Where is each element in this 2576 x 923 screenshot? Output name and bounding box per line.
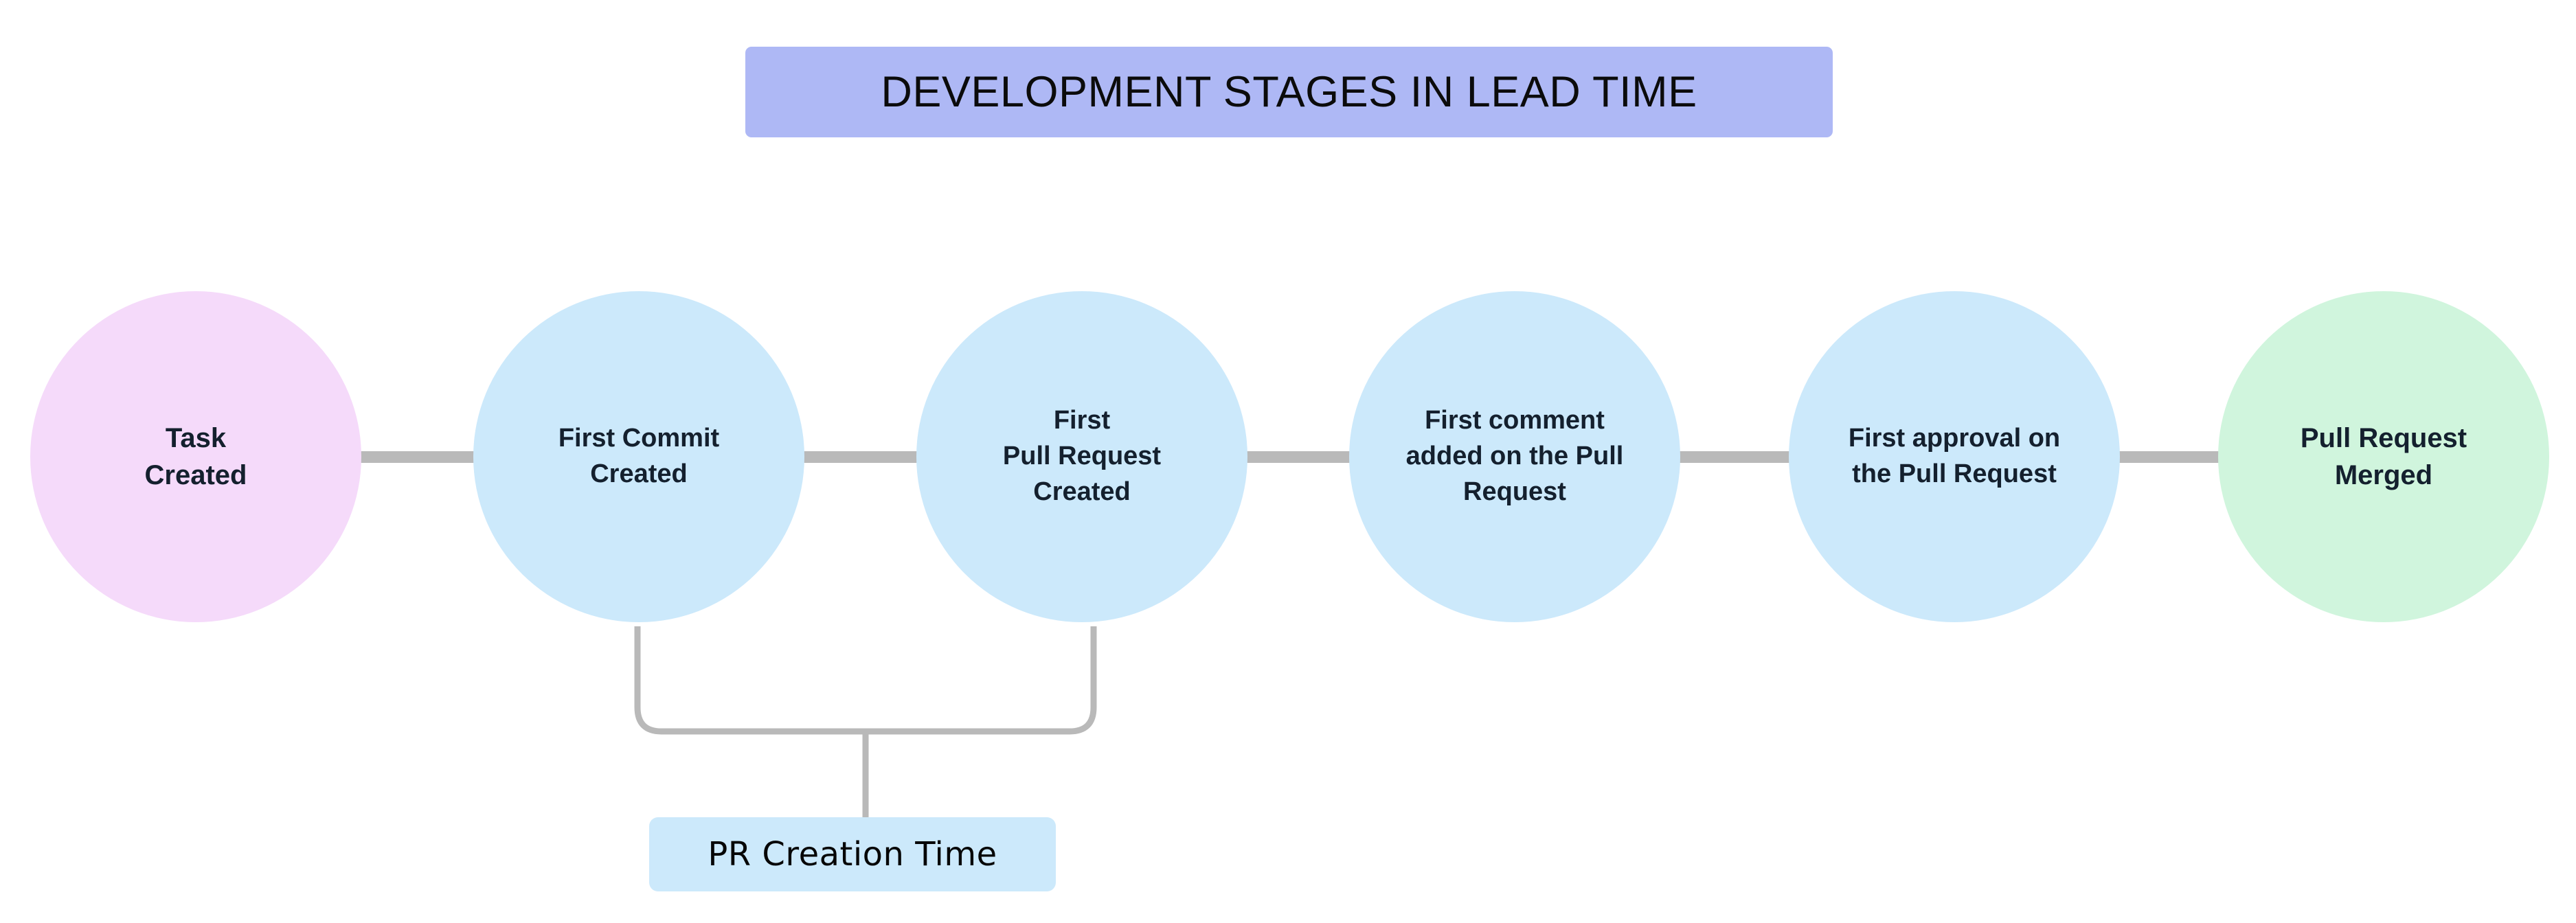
connector-task-to-commit: [357, 451, 491, 463]
connector-approval-to-merged: [2112, 451, 2226, 463]
connector-pr-to-comment: [1242, 451, 1359, 463]
stage-node-first-pull-request-created[interactable]: First Pull Request Created: [916, 291, 1247, 622]
connector-comment-to-approval: [1677, 451, 1794, 463]
annotation-label: PR Creation Time: [708, 835, 997, 874]
diagram-title-banner: DEVELOPMENT STAGES IN LEAD TIME: [745, 47, 1833, 137]
stage-label: Task Created: [144, 422, 247, 490]
stage-node-first-approval-on-pull-request[interactable]: First approval on the Pull Request: [1789, 291, 2120, 622]
stage-node-pull-request-merged[interactable]: Pull Request Merged: [2218, 291, 2549, 622]
stage-label: First Pull Request Created: [1002, 406, 1162, 506]
connector-commit-to-pr: [802, 451, 926, 463]
page-title: DEVELOPMENT STAGES IN LEAD TIME: [881, 67, 1697, 116]
annotation-pr-creation-time[interactable]: PR Creation Time: [649, 817, 1056, 891]
stage-label: First approval on the Pull Request: [1848, 424, 2061, 488]
stage-label: First comment added on the Pull Request: [1405, 406, 1624, 506]
stage-label: Pull Request Merged: [2300, 422, 2467, 490]
stage-node-task-created[interactable]: Task Created: [30, 291, 361, 622]
stage-node-first-commit-created[interactable]: First Commit Created: [473, 291, 804, 622]
pr-creation-time-bracket: [634, 626, 1097, 821]
stage-node-first-comment-on-pull-request[interactable]: First comment added on the Pull Request: [1349, 291, 1680, 622]
stage-label: First Commit Created: [558, 424, 720, 488]
bracket-path: [634, 626, 1097, 735]
